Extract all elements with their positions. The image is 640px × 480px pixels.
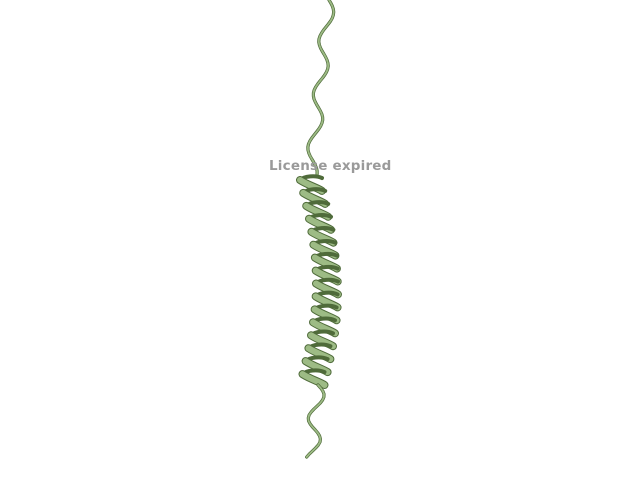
protein-structure xyxy=(296,0,342,459)
coil-bottom xyxy=(305,384,325,458)
coil-top xyxy=(307,0,335,175)
coil-top-shadow xyxy=(306,0,336,176)
helix-turn-front xyxy=(299,371,328,388)
